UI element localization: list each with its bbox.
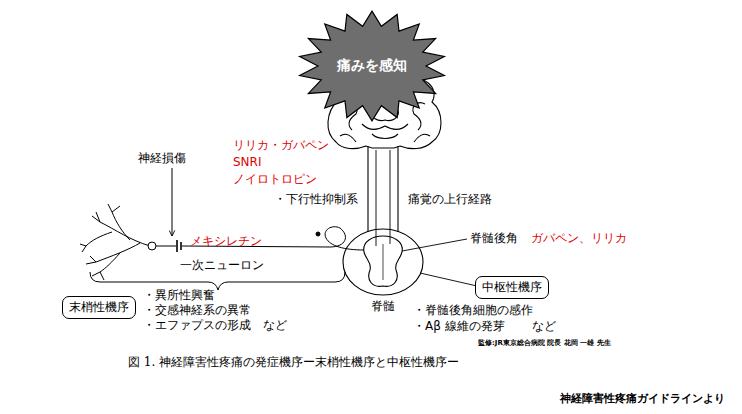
pathway-label: 痛覚の上行経路: [408, 192, 492, 207]
source-note: 神経障害性疼痛ガイドラインより: [560, 392, 725, 406]
node-text: 末梢性機序: [69, 299, 129, 316]
part-label: 脊髄後角: [470, 231, 518, 246]
drug-name: メキシレチン: [190, 234, 262, 249]
drug-name: リリカ・ガバペン: [233, 138, 329, 153]
annotation: 神経損傷: [138, 151, 186, 166]
leader-line: [402, 239, 467, 251]
credit-note: 監修:JR東京総合病院 院長 花岡 一雄 先生: [478, 338, 611, 348]
drug-name: ガバペン、リリカ: [531, 231, 627, 246]
part-label: 脊髄: [371, 299, 395, 314]
list-item: ・脊髄後角細胞の感作: [413, 303, 533, 318]
mechanism-box: 末梢性機序: [62, 296, 136, 319]
blocker-bar: [177, 240, 181, 252]
injury-arrow: [172, 168, 173, 236]
pathway-label: ・下行性抑制系: [274, 192, 358, 207]
list-item: ・交感神経系の異常: [143, 303, 251, 318]
list-item: ・Aβ 線維の発芽 など: [413, 319, 557, 334]
leader-line: [420, 273, 477, 286]
part-label: 一次ニューロン: [180, 258, 264, 273]
list-item: ・異所性興奮: [143, 288, 215, 303]
bracket: [90, 272, 345, 290]
pain-burst: 痛みを感知: [297, 10, 447, 122]
node-text: 中枢性機序: [482, 279, 542, 296]
node-text: 痛みを感知: [337, 57, 407, 75]
primary-neuron: [80, 204, 364, 280]
list-item: ・エファプスの形成 など: [143, 318, 287, 333]
spinal-cord: [343, 146, 423, 295]
mechanism-box: 中枢性機序: [475, 276, 549, 299]
drug-name: SNRI: [233, 155, 261, 170]
drug-name: ノイロトロピン: [233, 172, 317, 187]
figure-caption: 図 1. 神経障害性疼痛の発症機序ー末梢性機序と中枢性機序ー: [128, 355, 459, 369]
